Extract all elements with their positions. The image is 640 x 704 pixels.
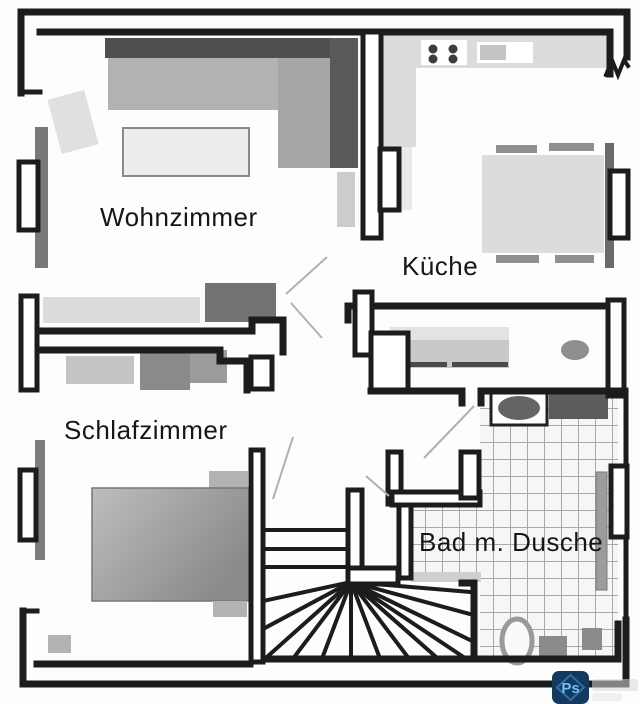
kitchen-sink-basin (480, 45, 506, 60)
door-swings (272, 256, 475, 500)
bedroom-right-wall (248, 447, 266, 665)
chair (496, 145, 537, 153)
outer-wall-top (17, 8, 631, 97)
wall-break-zigzag (603, 54, 631, 81)
bad-furniture (411, 390, 618, 666)
stove (421, 40, 467, 65)
divider-lower-wall (36, 346, 251, 394)
hall-left-notch (368, 330, 411, 394)
door-line-schlafzimmer (272, 436, 294, 500)
bath-left-wall (458, 449, 482, 501)
door-line-treppe (365, 475, 390, 497)
walls (16, 8, 631, 688)
dark-cabinet (205, 283, 276, 322)
small-cabinet (48, 635, 71, 653)
wohnzimmer-furniture (35, 38, 358, 323)
stair-newel-foot (345, 565, 401, 587)
burner-icon (448, 54, 458, 64)
dining-table (482, 155, 604, 253)
burner-icon (428, 44, 438, 54)
chair (496, 255, 539, 263)
ps-badge-icon (552, 671, 589, 704)
window-kueche (607, 168, 631, 241)
chair (555, 255, 594, 263)
watermark-smudge (592, 679, 638, 691)
bath-lower-left-wall (458, 579, 478, 663)
sofa-right-back (330, 38, 358, 168)
chimney-notch (377, 146, 402, 213)
door-line-hall (290, 302, 323, 339)
flur-furniture (390, 327, 589, 368)
tiled-floor-main (480, 392, 618, 658)
shower-step (411, 572, 481, 582)
double-bed (91, 487, 251, 602)
dresser-mid (140, 352, 190, 390)
door-post (248, 354, 275, 392)
side-table (337, 172, 355, 227)
dresser-left (66, 356, 134, 384)
door-line-bad (423, 405, 475, 459)
hall-bottom-wall (367, 387, 628, 407)
sideboard-base-right (452, 362, 508, 367)
washing-machine (539, 636, 567, 659)
sofa-seat (108, 58, 278, 110)
bedroom-radiator (35, 440, 45, 560)
washbasin (498, 396, 540, 420)
kueche-furniture (382, 33, 614, 268)
watermark: Ps (552, 671, 638, 704)
winder-staircase (260, 528, 473, 659)
nightstand-top (209, 471, 248, 488)
small-appliance (582, 628, 602, 650)
watermark-smudge (592, 693, 622, 701)
window-schlafzimmer-lower (17, 467, 39, 543)
room-label-bad: Bad m. Dusche (419, 527, 603, 557)
room-label-wohnzimmer: Wohnzimmer (100, 202, 258, 232)
window-schlafzimmer-upper (18, 293, 40, 393)
divider-upper-wall (20, 316, 287, 356)
hall-left-wall (352, 289, 375, 358)
outer-wall-bottom (19, 607, 630, 688)
window-bad (608, 463, 630, 540)
bowl-oval (561, 340, 589, 360)
nightstand-bottom (213, 601, 247, 617)
hall-right-wall (605, 297, 627, 399)
armchair-tilted (47, 90, 99, 154)
room-label-schlafzimmer: Schlafzimmer (64, 415, 227, 445)
hall-top-wall (344, 302, 612, 324)
door-line-kueche (285, 256, 328, 295)
stair-newel-wall (345, 487, 365, 578)
ps-badge-label: Ps (561, 680, 579, 697)
stair-fan (260, 579, 473, 659)
burner-icon (428, 54, 438, 64)
sofa-back-band (105, 38, 358, 58)
schlafzimmer-furniture (35, 350, 251, 653)
ps-diamond-icon (555, 673, 586, 702)
burner-icon (448, 44, 458, 54)
kitchen-counter-left (382, 33, 416, 147)
shower-counter (549, 392, 608, 419)
stairs-bath-bottom-wall (259, 620, 622, 663)
chair (549, 143, 594, 151)
shelf-unit (43, 297, 200, 323)
coffee-table (122, 127, 250, 177)
toilet (499, 616, 535, 666)
bath-alcove-left-wall (396, 502, 414, 581)
tiled-floor-alcove (411, 505, 481, 573)
sideboard-top (390, 327, 509, 340)
sideboard-base-left (391, 362, 447, 367)
divider-wohnzimmer-kueche (360, 29, 384, 241)
window-wohnzimmer (16, 159, 41, 233)
bath-radiator (595, 471, 608, 591)
sofa-corner-seat (278, 58, 330, 168)
room-label-kueche: Küche (402, 251, 478, 281)
